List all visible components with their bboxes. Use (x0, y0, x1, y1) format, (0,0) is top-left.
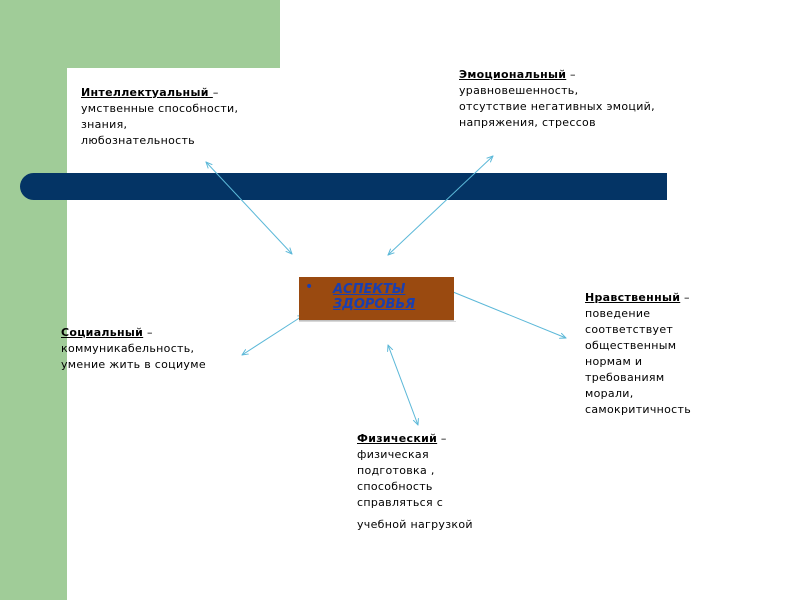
aspect-social: Социальный – коммуникабельность, умение … (61, 325, 206, 373)
aspect-line: нормам и (585, 355, 643, 368)
aspect-term: Нравственный (585, 291, 681, 304)
aspect-line: любознательность (81, 134, 195, 147)
aspect-line: знания, (81, 118, 128, 131)
aspect-line: справляться с (357, 496, 444, 509)
aspect-intellectual: Интеллектуальный – умственные способност… (81, 85, 238, 149)
green-background-top (0, 0, 280, 68)
aspect-line: уравновешенность, (459, 84, 579, 97)
aspect-line: физическая (357, 448, 429, 461)
aspect-line: коммуникабельность, (61, 342, 195, 355)
aspect-line: отсутствие негативных эмоций, (459, 100, 655, 113)
aspect-line: подготовка , (357, 464, 435, 477)
aspect-line: самокритичность (585, 403, 692, 416)
aspect-moral: Нравственный – поведение соответствует о… (585, 290, 691, 418)
center-title: АСПЕКТЫ ЗДОРОВЬЯ (333, 282, 448, 312)
aspect-line: морали, (585, 387, 634, 400)
aspect-line: общественным (585, 339, 677, 352)
center-box-shadow (299, 321, 456, 322)
aspect-dash: – (143, 326, 153, 339)
aspect-dash: – (566, 68, 576, 81)
aspect-physical: Физический – физическая подготовка , спо… (357, 431, 473, 533)
aspect-line: напряжения, стрессов (459, 116, 596, 129)
aspect-dash: – (437, 432, 447, 445)
aspect-term: Физический (357, 432, 438, 445)
aspect-line: умение жить в социуме (61, 358, 206, 371)
aspect-term: Социальный (61, 326, 144, 339)
bullet-icon: • (305, 279, 314, 295)
aspect-dash: – (212, 86, 219, 99)
center-box-health-aspects: • АСПЕКТЫ ЗДОРОВЬЯ (299, 277, 454, 322)
navy-header-bar (20, 173, 667, 200)
aspect-emotional: Эмоциональный – уравновешенность, отсутс… (459, 67, 655, 131)
center-title-line: АСПЕКТЫ (333, 282, 406, 297)
green-background-strip (0, 0, 67, 600)
aspect-line: учебной нагрузкой (357, 518, 473, 531)
aspect-line: соответствует (585, 323, 674, 336)
aspect-dash: – (680, 291, 690, 304)
aspect-line: умственные способности, (81, 102, 239, 115)
center-title-line: ЗДОРОВЬЯ (333, 297, 416, 312)
aspect-line: требованиям (585, 371, 665, 384)
aspect-term: Интеллектуальный (81, 86, 213, 99)
aspect-line: способность (357, 480, 433, 493)
aspect-term: Эмоциональный (459, 68, 567, 81)
aspect-line: поведение (585, 307, 651, 320)
